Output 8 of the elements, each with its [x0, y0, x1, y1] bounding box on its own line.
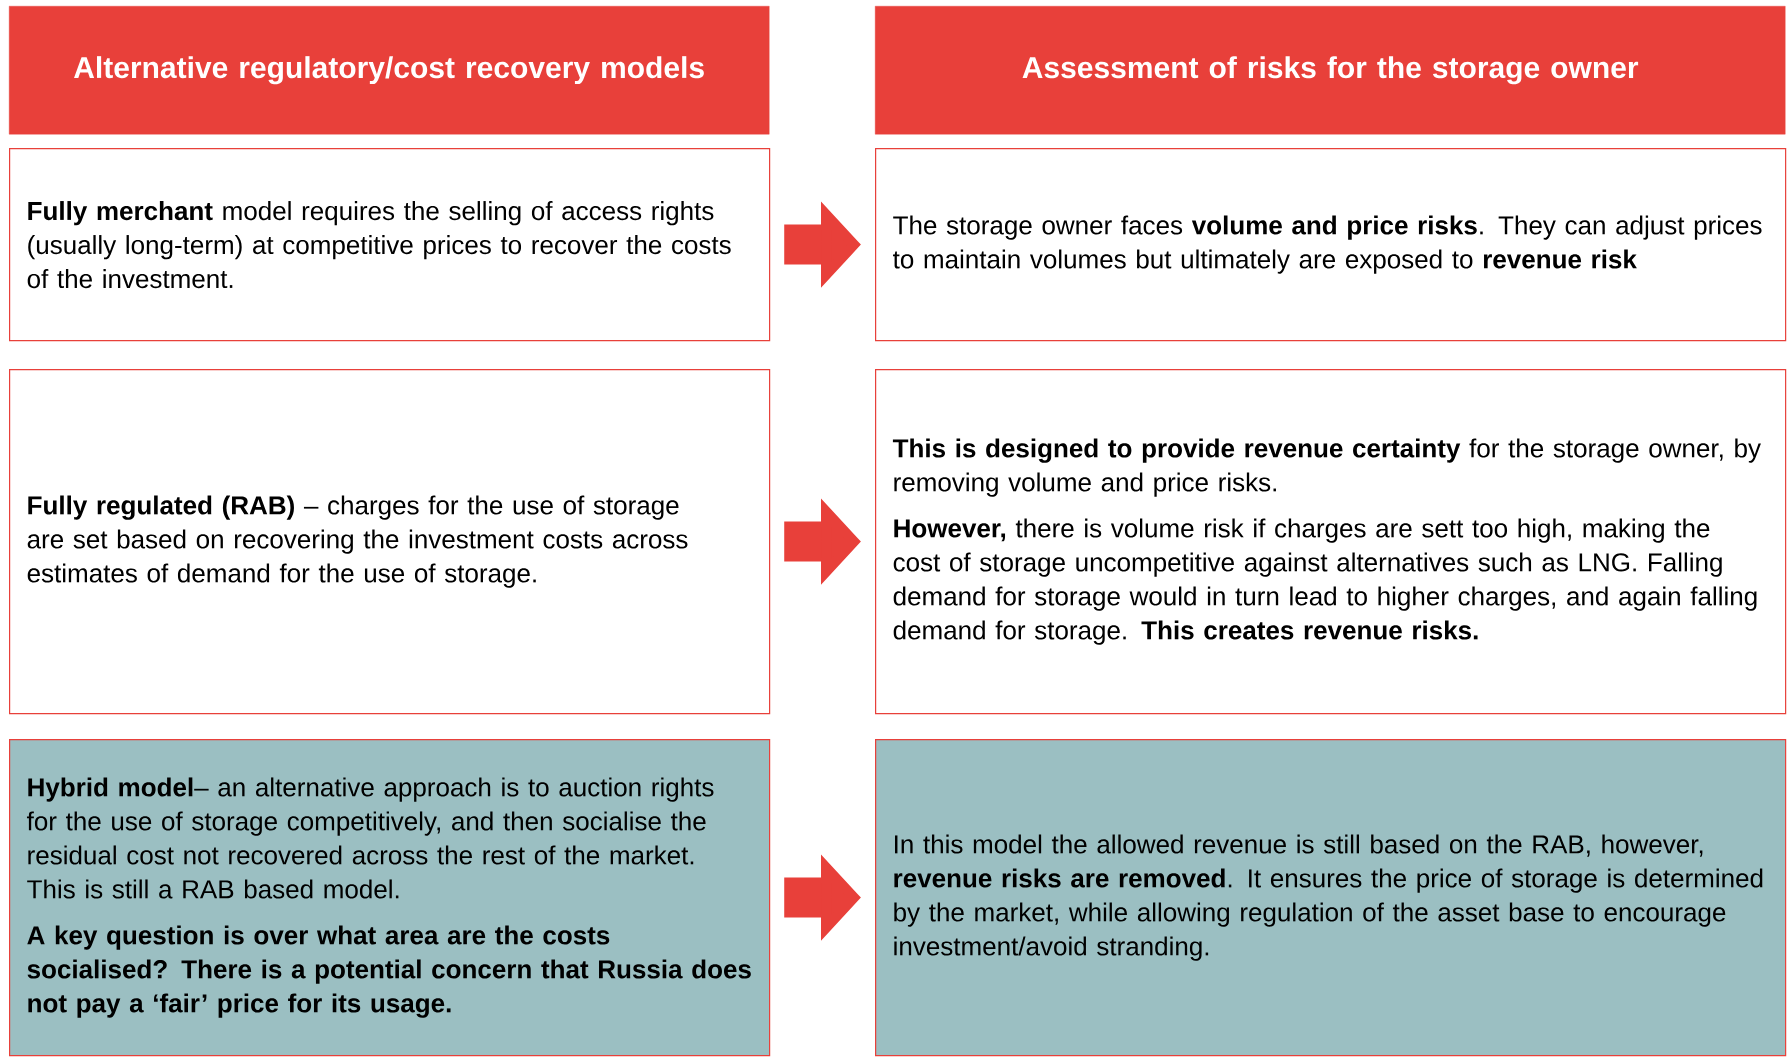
header-bar: Assessment of risks for the storage owner: [875, 6, 1786, 135]
text-box: The storage owner faces volume and price risks. They can adjust prices to maintain volumes but ultimately are exposed to revenue risk: [875, 148, 1787, 342]
header-bar: Alternative regulatory/cost recovery models: [9, 6, 770, 135]
text-box: Fully regulated (RAB) – charges for the use of storage are set based on recovering the investment costs across estimates of demand for the use of storage.: [9, 369, 771, 715]
text-box: This is designed to provide revenue certainty for the storage owner, by removing volume and price risks. However, there is volume risk if charges are sett too high, making the cost of storage uncompetitive against alternatives such as LNG. Falling demand for storage would in turn lead to higher charges, and again falling demand for storage. This creates revenue risks.: [875, 369, 1787, 715]
text-box: In this model the allowed revenue is still based on the RAB, however, revenue risks are removed. It ensures the price of storage is determined by the market, while allowing regulation of the asset base to encourage investment/avoid stranding.: [875, 739, 1787, 1057]
text-box: Fully merchant model requires the selling of access rights (usually long-term) at competitive prices to recover the costs of the investment.: [9, 148, 771, 342]
text-box: Hybrid model– an alternative approach is to auction rights for the use of storage competitively, and then socialise the residual cost not recovered across the rest of the market. This is still a RAB based model. A key question is over what area are the costs socialised? There is a potential concern that Russia does not pay a ‘fair’ price for its usage.: [9, 739, 771, 1057]
